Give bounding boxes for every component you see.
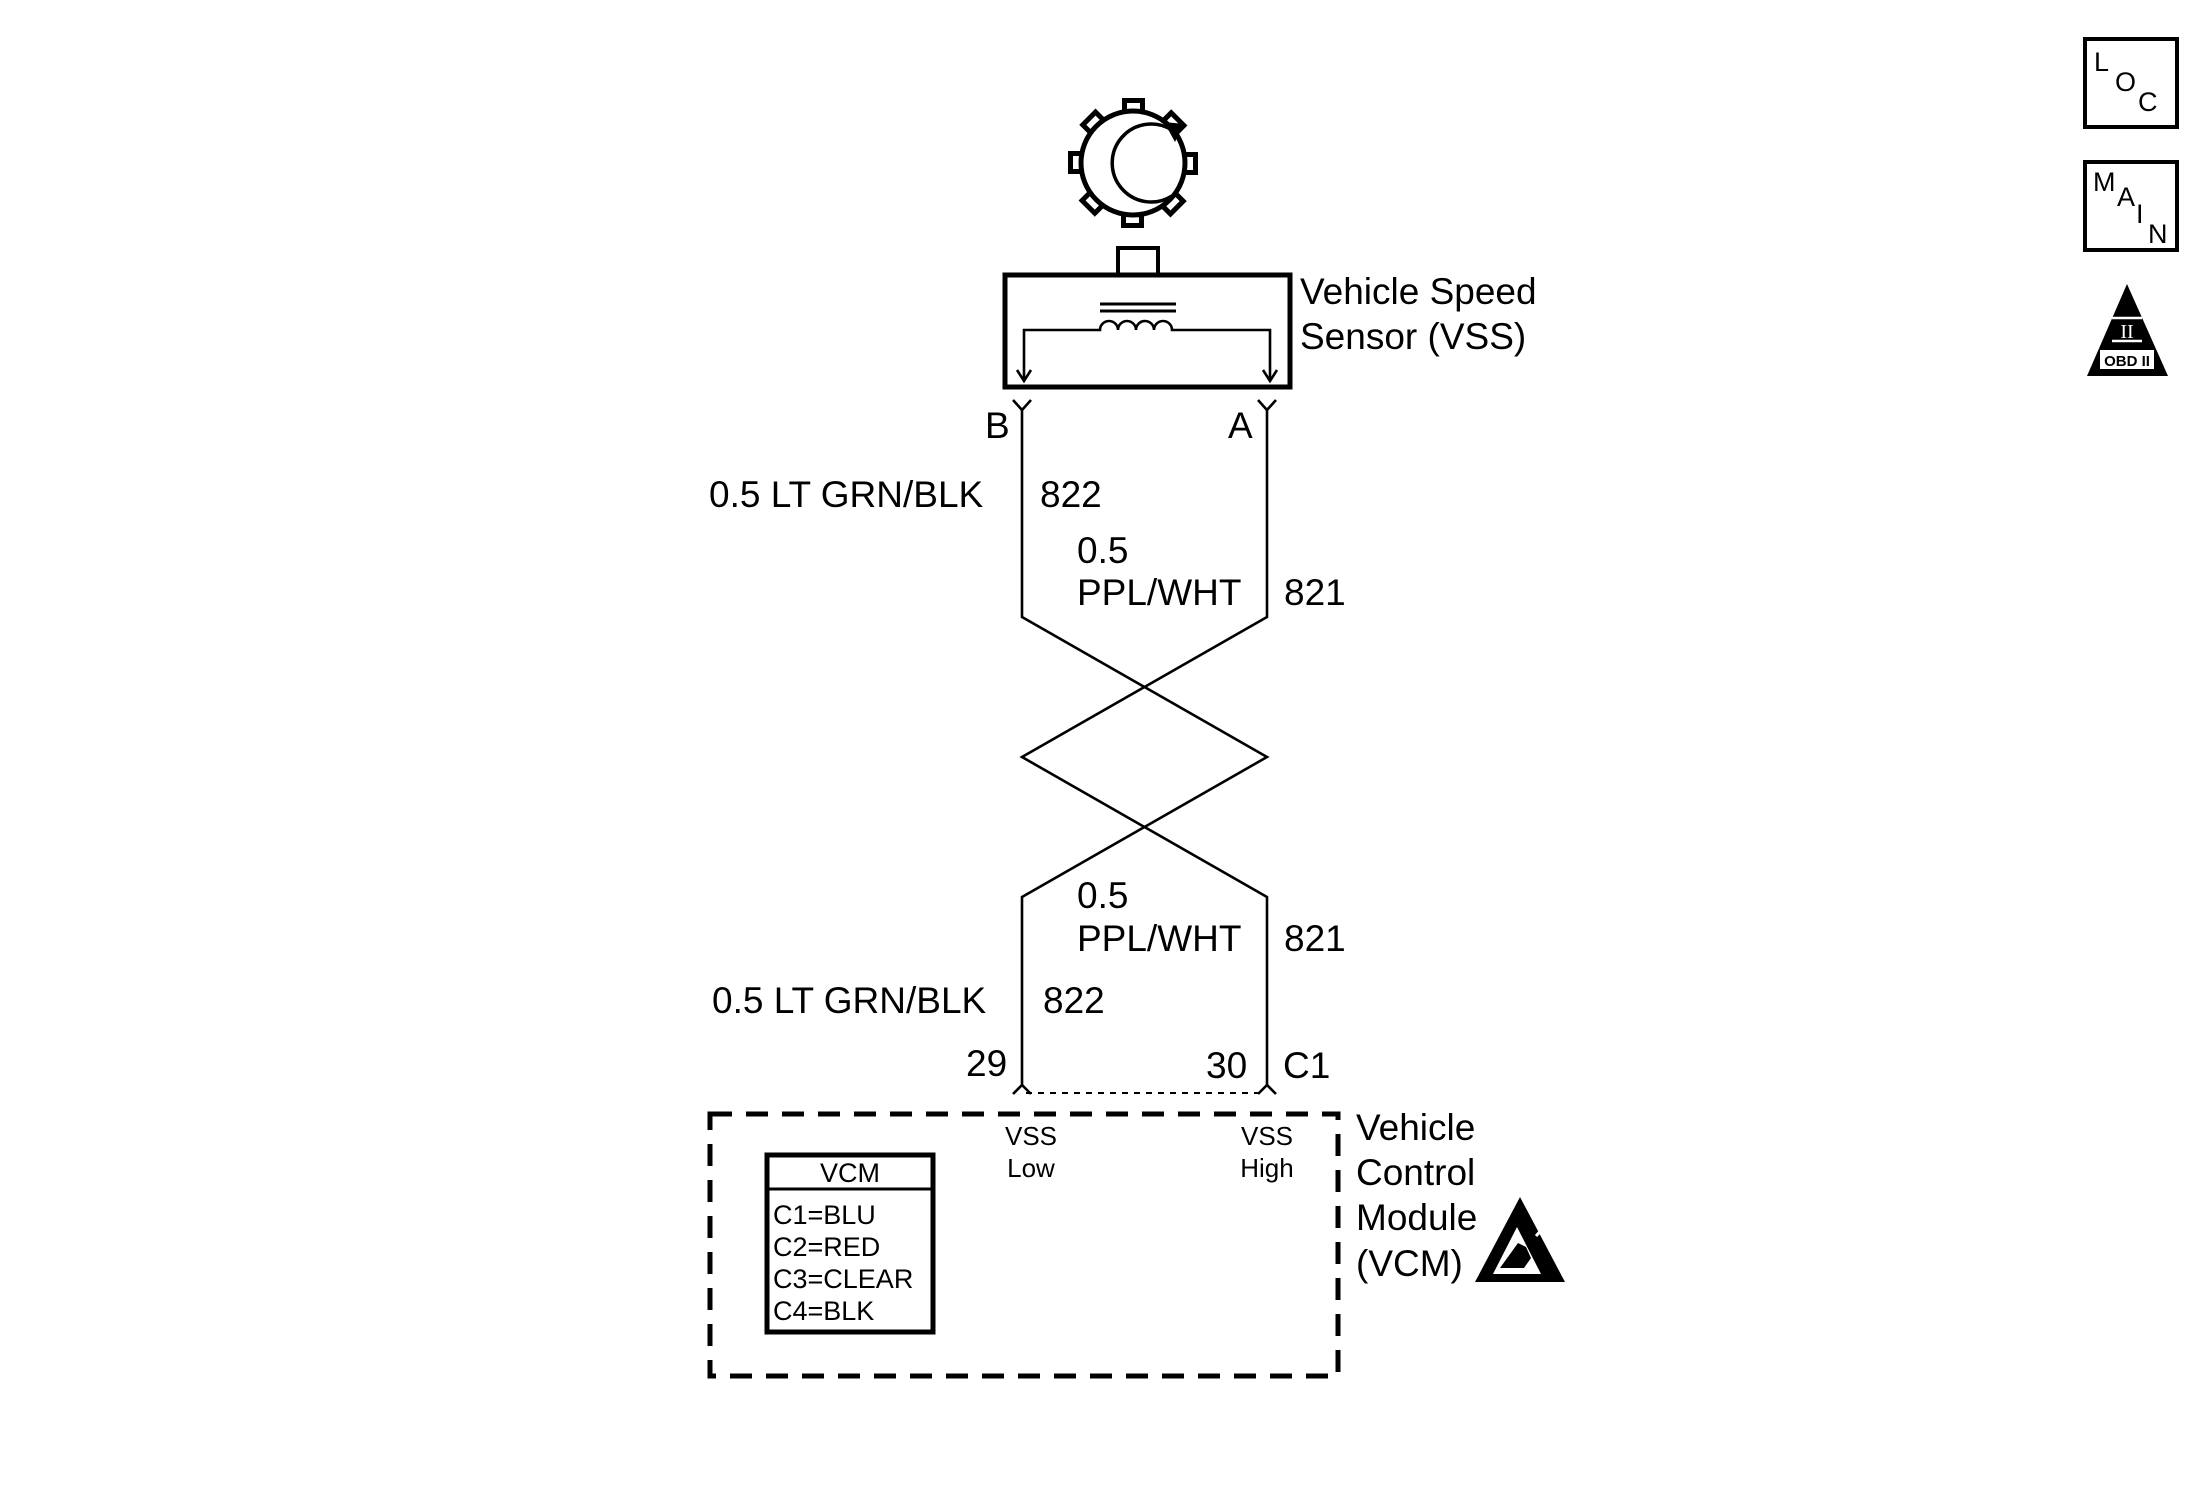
vcm-pin-vss-high-line1: VSS xyxy=(1241,1121,1293,1151)
sensor-name-line2: Sensor (VSS) xyxy=(1300,316,1526,357)
connector-pin-29: 29 xyxy=(966,1043,1007,1084)
vcm-module-box xyxy=(707,1111,1341,1379)
connector-c1-label: C1 xyxy=(1283,1045,1330,1086)
terminal-b-label: B xyxy=(985,405,1010,446)
loc-letter: L xyxy=(2094,47,2109,77)
obd-label: OBD II xyxy=(2104,353,2150,370)
vcm-connector-table xyxy=(764,1152,936,1335)
connector-pin-30: 30 xyxy=(1206,1045,1247,1086)
vcm-pin-vss-low-line1: VSS xyxy=(1005,1121,1057,1151)
vcm-table-row: C4=BLK xyxy=(773,1296,874,1326)
loc-letter: O xyxy=(2115,67,2136,97)
sensor-stem xyxy=(1116,246,1160,278)
connector-c1 xyxy=(1012,1083,1277,1095)
module-name-line3: Module xyxy=(1356,1197,1477,1238)
module-name-line1: Vehicle xyxy=(1356,1107,1475,1148)
main-letter: I xyxy=(2136,199,2144,229)
module-name-line2: Control xyxy=(1356,1152,1475,1193)
vcm-pin-vss-high-line2: High xyxy=(1240,1153,1293,1183)
obd-numeral: II xyxy=(2120,321,2133,343)
sensor-name-line1: Vehicle Speed xyxy=(1300,271,1537,312)
lower-right-wire-gauge: 0.5 xyxy=(1077,875,1128,916)
vcm-table-row: C2=RED xyxy=(773,1232,880,1262)
vcm-table-row: C1=BLU xyxy=(773,1200,876,1230)
upper-left-wire-color: 0.5 LT GRN/BLK xyxy=(709,474,984,515)
main-letter: M xyxy=(2093,167,2116,197)
upper-left-circuit: 822 xyxy=(1040,474,1102,515)
upper-right-circuit: 821 xyxy=(1284,572,1346,613)
loc-icon[interactable]: L O C xyxy=(2083,37,2179,129)
terminal-a-label: A xyxy=(1228,405,1253,446)
main-letter: N xyxy=(2148,219,2168,249)
main-icon[interactable]: M A I N xyxy=(2083,160,2179,252)
main-letter: A xyxy=(2117,182,2135,212)
loc-letter: C xyxy=(2138,87,2158,117)
esd-sensitive-icon xyxy=(1475,1197,1565,1282)
obd-ii-icon[interactable]: II OBD II xyxy=(2087,284,2168,376)
lower-right-circuit: 821 xyxy=(1284,918,1346,959)
twisted-pair-wires xyxy=(1019,410,1270,1085)
rotating-reluctor-wheel-icon xyxy=(1068,98,1198,228)
vcm-table-row: C3=CLEAR xyxy=(773,1264,913,1294)
lower-left-wire-color: 0.5 LT GRN/BLK xyxy=(712,980,987,1021)
module-name-line4: (VCM) xyxy=(1356,1243,1463,1284)
vcm-table-title: VCM xyxy=(820,1158,880,1188)
vss-sensor-body xyxy=(1002,272,1293,390)
upper-right-wire-color: PPL/WHT xyxy=(1077,572,1241,613)
lower-right-wire-color: PPL/WHT xyxy=(1077,918,1241,959)
lower-left-circuit: 822 xyxy=(1043,980,1105,1021)
upper-right-wire-gauge: 0.5 xyxy=(1077,530,1128,571)
vcm-pin-vss-low-line2: Low xyxy=(1007,1153,1055,1183)
